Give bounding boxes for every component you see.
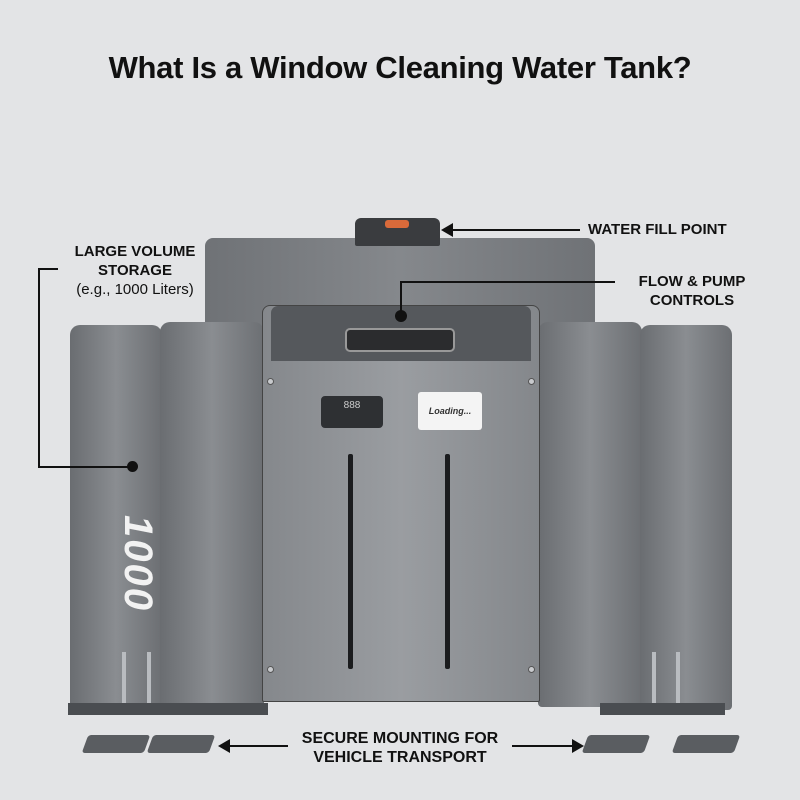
- screw: [528, 666, 535, 673]
- pump-control-panel[interactable]: [345, 328, 455, 352]
- label-flow-pump-controls: FLOW & PUMP CONTROLS: [622, 272, 762, 310]
- callout-dot-icon: [127, 461, 138, 472]
- mounting-foot: [81, 735, 151, 753]
- vent-slot: [445, 454, 450, 669]
- mounting-foot: [581, 735, 651, 753]
- screw: [267, 378, 274, 385]
- label-line: STORAGE: [98, 262, 172, 279]
- volume-marking: 1000: [116, 515, 160, 612]
- left-mount-rail: [68, 703, 268, 715]
- callout-dot-icon: [395, 310, 407, 322]
- page-title: What Is a Window Cleaning Water Tank?: [108, 50, 692, 85]
- callout-line: [38, 268, 58, 270]
- label-secure-mounting: SECURE MOUNTING FOR VEHICLE TRANSPORT: [280, 729, 520, 767]
- arrow-right-icon: [572, 739, 584, 753]
- label-line: LARGE VOLUME: [74, 243, 196, 260]
- right-mount-rail: [600, 703, 725, 715]
- callout-line: [512, 745, 574, 747]
- vent-slot: [348, 454, 353, 669]
- label-line: (e.g., 1000 Liters): [76, 281, 194, 298]
- label-line: VEHICLE TRANSPORT: [313, 749, 487, 766]
- right-inner-column: [538, 322, 642, 707]
- callout-line: [400, 281, 402, 313]
- arrow-icon: [441, 223, 453, 237]
- label-line: FLOW & PUMP: [638, 273, 746, 290]
- left-outer-column: [70, 325, 162, 710]
- mount-leg: [147, 652, 151, 707]
- mount-leg: [676, 652, 680, 707]
- callout-line: [400, 281, 615, 283]
- mount-leg: [652, 652, 656, 707]
- mounting-foot: [671, 735, 741, 753]
- screw: [528, 378, 535, 385]
- label-large-volume-storage: LARGE VOLUME STORAGE (e.g., 1000 Liters): [30, 242, 240, 299]
- left-inner-column: [160, 322, 264, 707]
- arrow-left-icon: [218, 739, 230, 753]
- callout-line: [38, 268, 40, 468]
- display-label-plate: Loading...: [418, 392, 482, 430]
- mount-leg: [122, 652, 126, 707]
- control-cabinet: 888 Loading...: [262, 305, 540, 702]
- mounting-foot: [146, 735, 216, 753]
- right-outer-column: [640, 325, 732, 710]
- callout-line: [228, 745, 288, 747]
- callout-line: [450, 229, 580, 231]
- label-line: CONTROLS: [649, 292, 735, 309]
- label-line: SECURE MOUNTING FOR: [301, 730, 499, 747]
- fill-cap-indicator: [385, 220, 409, 228]
- label-water-fill-point: WATER FILL POINT: [588, 221, 727, 238]
- fill-cap: [355, 218, 440, 246]
- callout-line: [38, 466, 130, 468]
- digital-display: 888: [321, 396, 383, 428]
- screw: [267, 666, 274, 673]
